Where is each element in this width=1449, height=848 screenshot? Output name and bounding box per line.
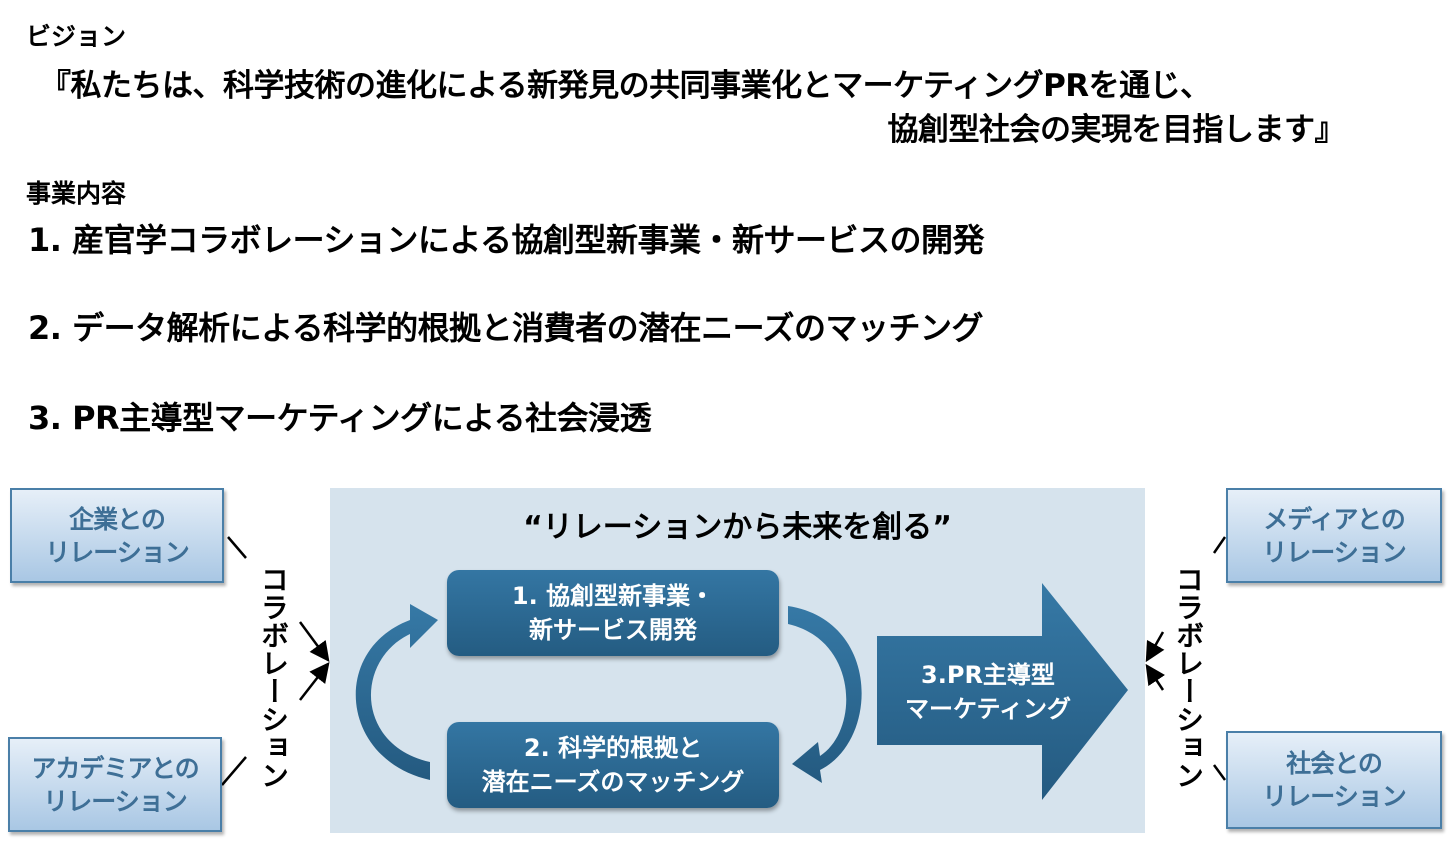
step-3-line-1: 3.PR主導型 [921,661,1055,689]
vision-line-2: 協創型社会の実現を目指します』 [887,112,1346,148]
step-3-line-2: マーケティング [904,695,1072,723]
relation-company: 企業との リレーション [10,488,224,583]
step-2-box: 2. 科学的根拠と 潜在ニーズのマッチング [447,722,779,808]
collab-label-right: コラボレーション [1172,565,1205,789]
relation-academia: アカデミアとの リレーション [8,737,222,832]
collab-arrow [299,662,330,701]
step-1-line-2: 新サービス開発 [529,616,697,644]
relation-label: リレーション [43,786,188,816]
connector-line [1212,536,1227,554]
relation-label: リレーション [45,537,190,567]
business-item-2: 2. データ解析による科学的根拠と消費者の潜在ニーズのマッチング [28,309,984,347]
vision-heading: ビジョン [26,22,127,51]
step-3-label: 3.PR主導型 マーケティング [877,658,1099,726]
business-item-3: 3. PR主導型マーケティングによる社会浸透 [28,399,652,437]
collab-arrow [1145,663,1166,691]
marketing-arrow [877,583,1128,800]
collab-label-left: コラボレーション [257,565,290,789]
connector-line [221,756,247,786]
cycle-arrow-left [355,604,438,780]
connector-line [1212,764,1227,781]
relation-label: 社会との [1286,749,1383,778]
relation-label: 企業との [69,504,166,534]
relation-label: メディアとの [1263,504,1406,534]
relation-label: アカデミアとの [31,753,199,783]
cycle-arrow-right [788,606,862,783]
relation-society: 社会との リレーション [1226,731,1442,829]
vision-line-1: 『私たちは、科学技術の進化による新発見の共同事業化とマーケティングPRを通じ、 [40,68,1211,104]
step-1-box: 1. 協創型新事業・ 新サービス開発 [447,570,779,656]
relation-label: リレーション [1262,537,1407,567]
relation-media: メディアとの リレーション [1226,488,1442,583]
step-2-line-2: 潜在ニーズのマッチング [481,768,745,796]
step-2-line-1: 2. 科学的根拠と [523,734,703,762]
connector-line [227,536,247,559]
collab-arrow [298,621,330,663]
step-1-line-1: 1. 協創型新事業・ [511,582,715,610]
collab-arrow [1145,631,1165,663]
diagram-title: “リレーションから未来を創る” [523,510,952,545]
business-item-1: 1. 産官学コラボレーションによる協創型新事業・新サービスの開発 [28,221,984,259]
relation-label: リレーション [1262,782,1407,811]
business-heading: 事業内容 [26,179,127,208]
